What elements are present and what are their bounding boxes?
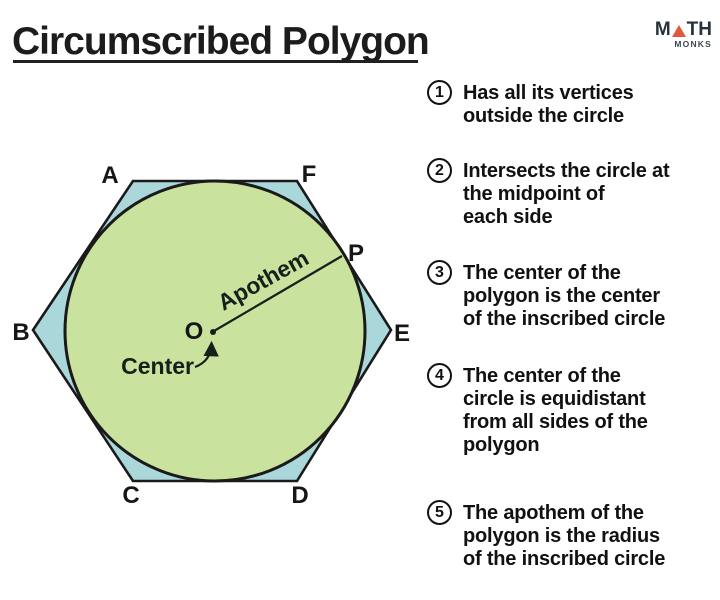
item-text-line: the midpoint of [463, 183, 605, 205]
center-dot [210, 329, 216, 335]
list-item: 3 The center of the polygon is the cente… [426, 260, 718, 331]
item-text-line: of the inscribed circle [463, 548, 666, 570]
vertex-label-b: B [12, 319, 29, 346]
list-item: 1 Has all its vertices outside the circl… [426, 80, 718, 128]
item-text-line: The apothem of the [463, 502, 644, 524]
list-item: 5 The apothem of the polygon is the radi… [426, 500, 718, 571]
item-number-badge: 4 [427, 363, 452, 388]
logo-word-math: M TH [646, 19, 712, 40]
list-item: 2 Intersects the circle at the midpoint … [426, 158, 718, 229]
circumscribed-polygon-diagram: A F B E C D O P Apothem Center [12, 161, 410, 509]
list-item: 4 The center of the circle is equidistan… [426, 363, 718, 457]
item-text: The center of the polygon is the center … [463, 262, 718, 331]
item-text-line: outside the circle [463, 105, 624, 127]
item-text-line: polygon is the radius [463, 525, 660, 547]
item-text-line: polygon [463, 434, 540, 456]
logo-letter-m: M [654, 19, 671, 40]
math-monks-logo: M TH MONKS [646, 19, 712, 49]
vertex-label-f: F [302, 161, 317, 188]
item-number-badge: 3 [427, 260, 452, 285]
logo-word-monks: MONKS [674, 39, 712, 49]
item-number-badge: 5 [427, 500, 452, 525]
item-text: Intersects the circle at the midpoint of… [463, 160, 718, 229]
item-text: Has all its vertices outside the circle [463, 82, 718, 128]
logo-triangle-icon [671, 25, 686, 37]
item-text: The center of the circle is equidistant … [463, 365, 718, 457]
vertex-label-c: C [122, 482, 139, 509]
item-text-line: Intersects the circle at [463, 160, 670, 182]
center-label: Center [121, 353, 194, 379]
item-number-badge: 1 [427, 80, 452, 105]
item-text-line: polygon is the center [463, 285, 660, 307]
item-text-line: Has all its vertices [463, 82, 634, 104]
page-title: Circumscribed Polygon [12, 20, 430, 63]
title-underline [13, 60, 418, 63]
item-text-line: circle is equidistant [463, 388, 646, 410]
center-pointer-arrow [194, 340, 219, 369]
apothem-line [213, 255, 343, 332]
item-text-line: each side [463, 206, 553, 228]
center-point-label-o: O [185, 318, 204, 345]
item-text-line: The center of the [463, 262, 621, 284]
item-text-line: of the inscribed circle [463, 308, 666, 330]
tangent-point-label-p: P [348, 240, 364, 267]
item-text-line: from all sides of the [463, 411, 648, 433]
vertex-label-a: A [101, 162, 118, 189]
logo-letters-th: TH [686, 19, 712, 40]
item-text-line: The center of the [463, 365, 621, 387]
vertex-label-d: D [291, 482, 308, 509]
item-number-badge: 2 [427, 158, 452, 183]
vertex-label-e: E [394, 320, 410, 347]
item-text: The apothem of the polygon is the radius… [463, 502, 718, 571]
